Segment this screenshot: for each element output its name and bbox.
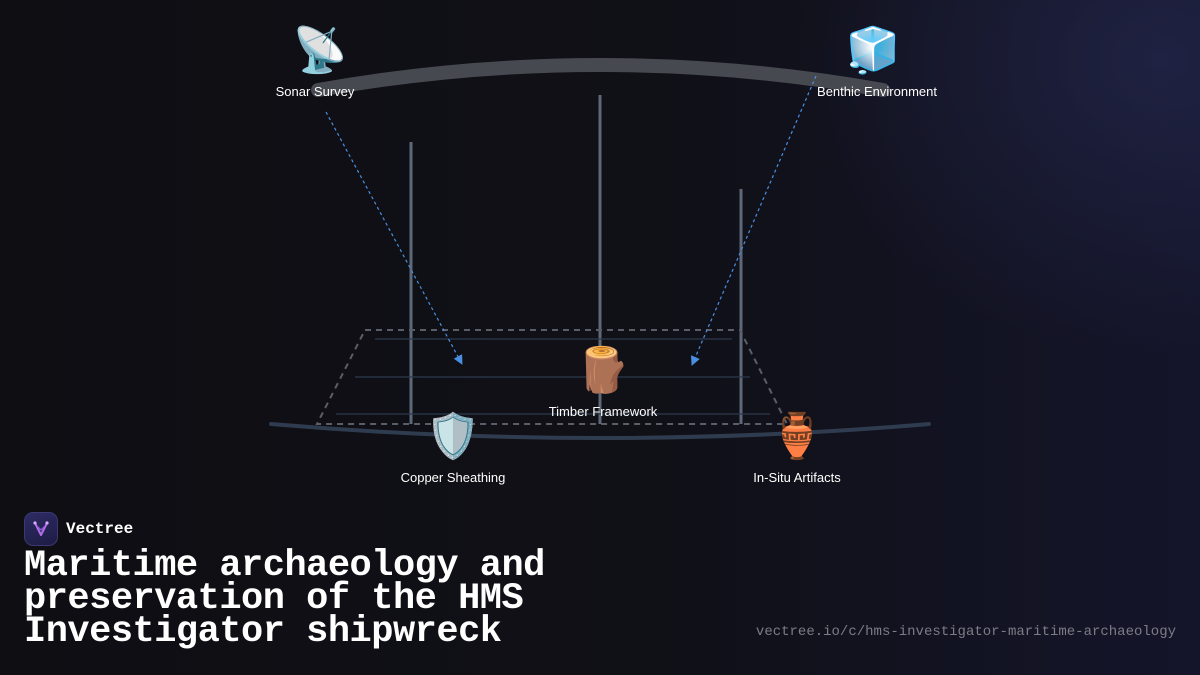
wood-log-icon: 🪵 bbox=[575, 345, 631, 396]
source-url[interactable]: vectree.io/c/hms-investigator-maritime-a… bbox=[755, 624, 1176, 640]
page-title: Maritime archaeology and preservation of… bbox=[24, 545, 545, 653]
shield-icon: 🛡️ bbox=[425, 411, 481, 462]
node-copper-sheathing: 🛡️ Copper Sheathing bbox=[401, 412, 506, 486]
arrow-benthic-to-timber bbox=[690, 75, 817, 366]
node-label: Sonar Survey bbox=[275, 84, 355, 99]
satellite-dish-icon: 📡 bbox=[292, 25, 348, 76]
node-benthic-environment: 🧊 Benthic Environment bbox=[809, 26, 937, 100]
arrow-sonar-to-timber bbox=[325, 111, 463, 365]
hull-keel bbox=[269, 422, 931, 440]
vectree-logo-icon bbox=[24, 512, 58, 546]
node-in-situ-artifacts: 🏺 In-Situ Artifacts bbox=[753, 412, 840, 486]
ice-cube-icon: 🧊 bbox=[845, 25, 901, 76]
node-timber-framework: 🪵 Timber Framework bbox=[549, 346, 658, 420]
node-label: Copper Sheathing bbox=[400, 470, 506, 485]
brand: Vectree bbox=[24, 512, 133, 546]
node-label: Timber Framework bbox=[548, 404, 658, 419]
brand-name: Vectree bbox=[66, 520, 134, 538]
deck-arc bbox=[311, 58, 890, 97]
amphora-icon: 🏺 bbox=[769, 411, 825, 462]
node-label: In-Situ Artifacts bbox=[753, 470, 841, 485]
node-label: Benthic Environment bbox=[817, 84, 937, 99]
node-sonar-survey: 📡 Sonar Survey bbox=[276, 25, 355, 100]
